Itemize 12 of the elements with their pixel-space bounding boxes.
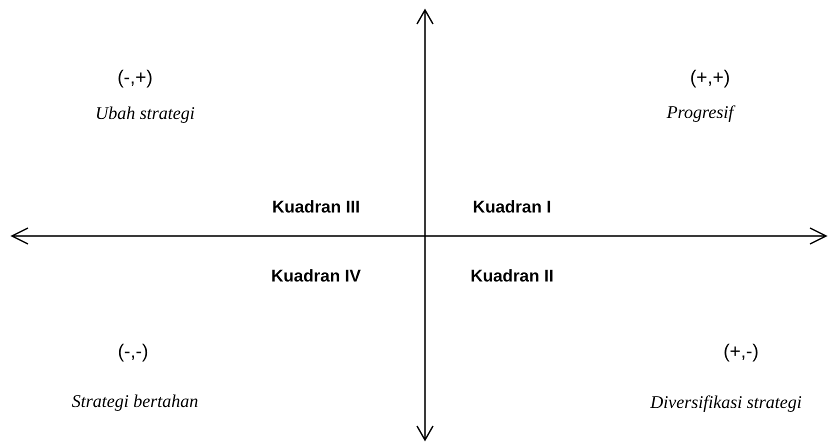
quadrant-sign: (+,-)	[723, 342, 759, 362]
quadrant-name: Kuadran II	[470, 268, 554, 284]
quadrant-sign: (-,+)	[117, 68, 153, 88]
quadrant-name: Kuadran I	[472, 198, 552, 216]
quadrant-label: Diversifikasi strategi	[650, 393, 802, 411]
quadrant-label: Strategi bertahan	[72, 392, 198, 410]
quadrant-label: Progresif	[666, 103, 734, 121]
quadrant-name: Kuadran III	[272, 198, 360, 216]
quadrant-sign: (-,-)	[118, 342, 148, 362]
quadrant-sign: (+,+)	[690, 68, 730, 88]
quadrant-label: Ubah strategi	[95, 104, 195, 122]
quadrant-name: Kuadran IV	[271, 268, 361, 284]
